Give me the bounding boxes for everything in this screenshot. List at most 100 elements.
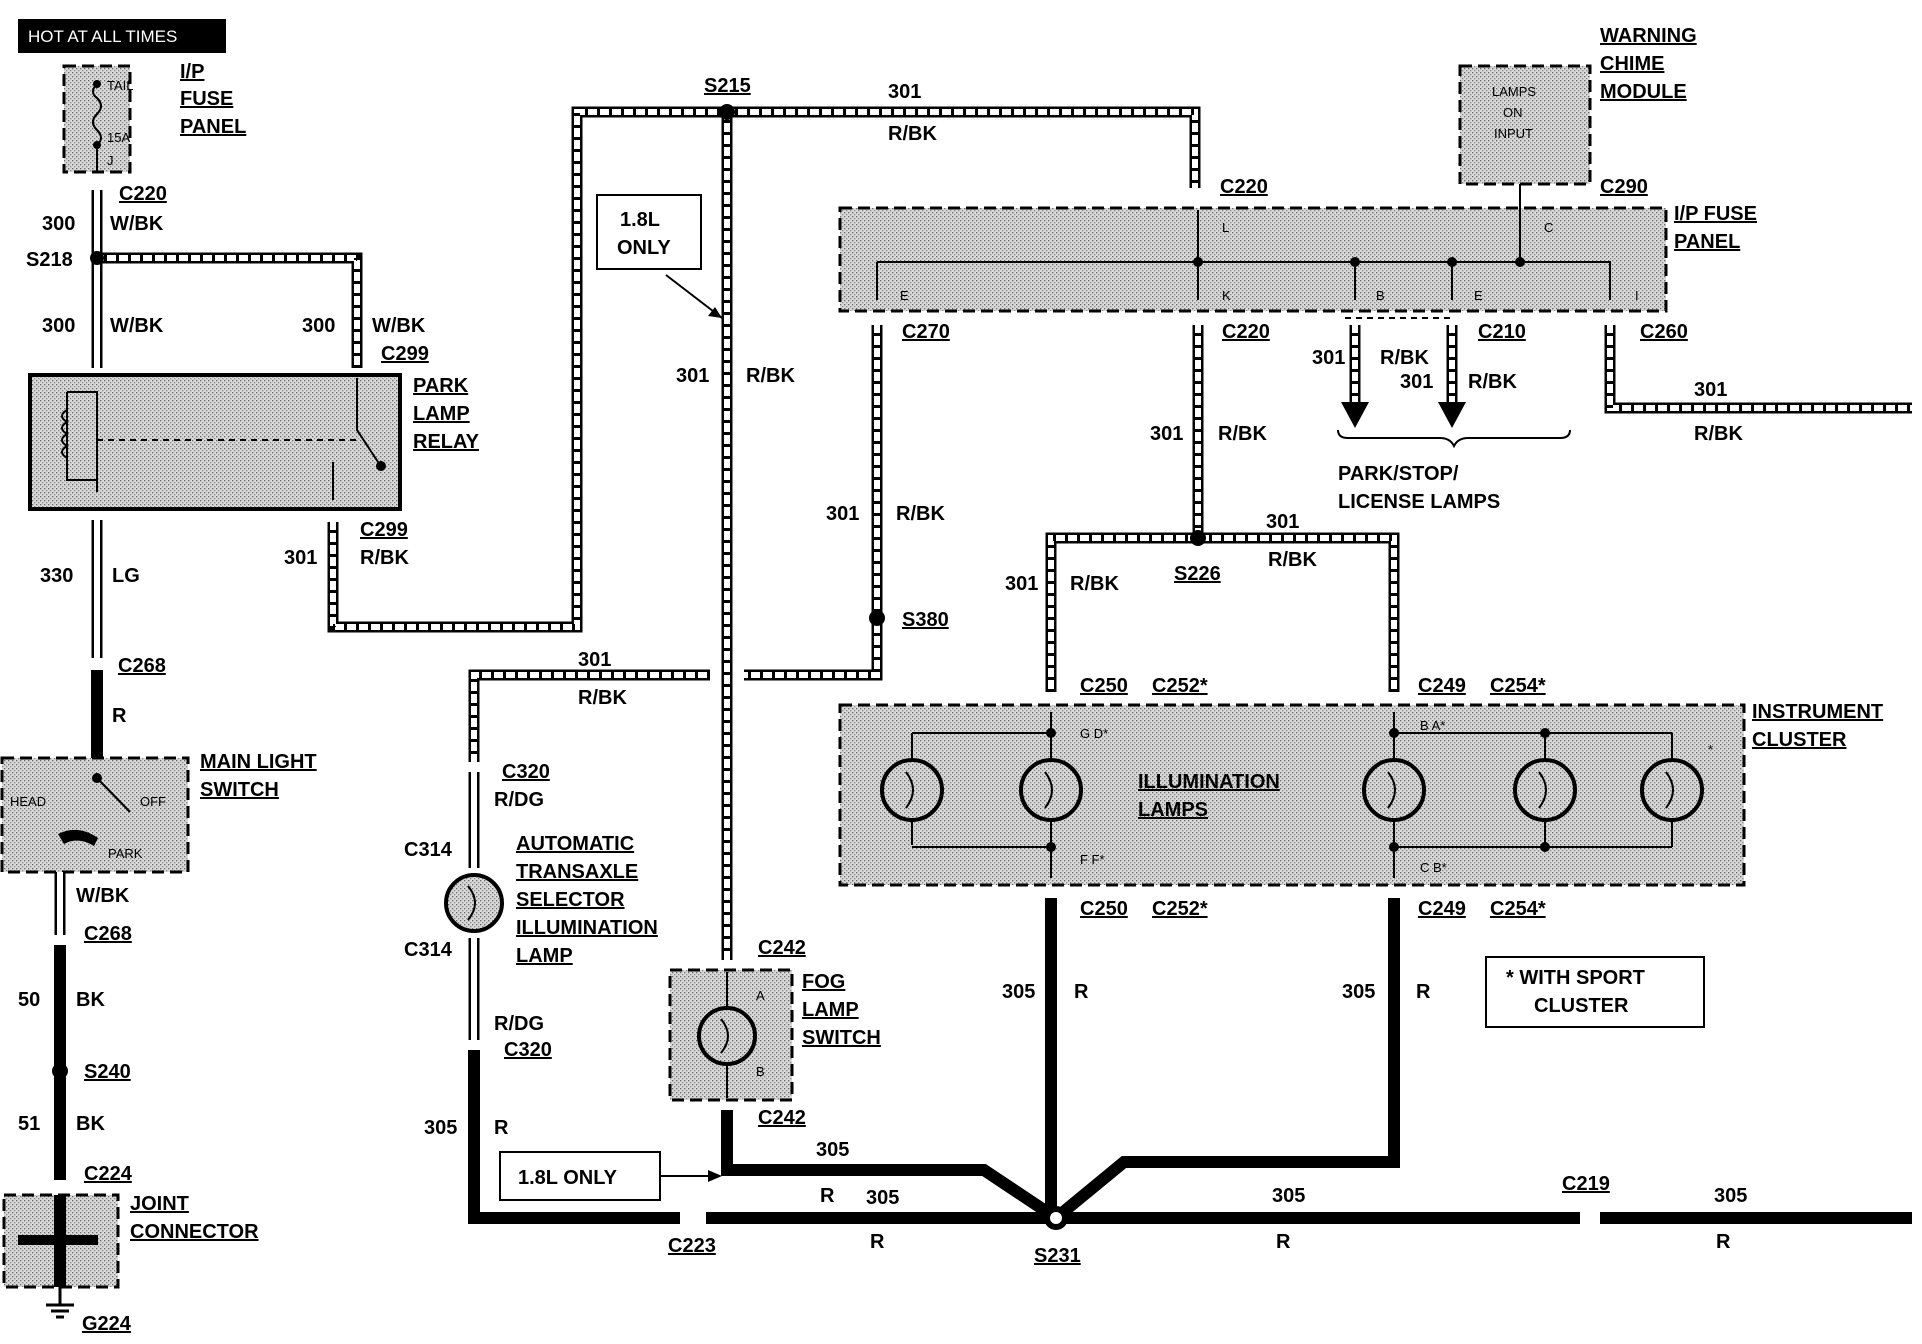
- auto-transaxle-lamp: AUTOMATIC TRANSAXLE SELECTOR ILLUMINATIO…: [444, 833, 658, 967]
- svg-text:E: E: [1474, 288, 1483, 303]
- svg-text:LAMP: LAMP: [802, 999, 859, 1021]
- svg-text:JOINT: JOINT: [130, 1193, 189, 1215]
- connector-c220-left: C220: [119, 183, 167, 205]
- svg-text:301: 301: [578, 649, 611, 671]
- connector-c250-top: C250: [1080, 675, 1128, 697]
- svg-text:OFF: OFF: [140, 794, 166, 809]
- svg-text:R/DG: R/DG: [494, 1013, 544, 1035]
- svg-text:L: L: [1222, 220, 1229, 235]
- svg-text:K: K: [1222, 288, 1231, 303]
- svg-text:305: 305: [816, 1139, 849, 1161]
- svg-text:300: 300: [42, 213, 75, 235]
- wire-301-s215: [719, 104, 1201, 960]
- ground-g224: G224: [82, 1313, 132, 1335]
- svg-text:AUTOMATIC: AUTOMATIC: [516, 833, 634, 855]
- connector-c314-top: C314: [404, 839, 453, 861]
- svg-text:R/DG: R/DG: [494, 789, 544, 811]
- splice-label-s218: S218: [26, 249, 73, 271]
- illumination-lamp-icon: [1362, 758, 1426, 822]
- svg-text:W/BK: W/BK: [110, 315, 164, 337]
- svg-text:PANEL: PANEL: [1674, 231, 1740, 253]
- svg-text:301: 301: [1005, 573, 1038, 595]
- svg-text:C: C: [1544, 220, 1553, 235]
- svg-text:B: B: [1376, 288, 1385, 303]
- svg-text:R: R: [494, 1117, 509, 1139]
- svg-text:LAMP: LAMP: [516, 945, 573, 967]
- svg-text:301: 301: [1150, 423, 1183, 445]
- svg-text:R/BK: R/BK: [888, 123, 937, 145]
- splice-s240: [52, 1063, 68, 1079]
- svg-text:J: J: [107, 153, 114, 168]
- svg-text:LAMPS: LAMPS: [1138, 799, 1208, 821]
- svg-text:LICENSE LAMPS: LICENSE LAMPS: [1338, 491, 1500, 513]
- connector-c268-bottom: C268: [84, 923, 132, 945]
- connector-c249-top: C249: [1418, 675, 1466, 697]
- connector-c252-top: C252*: [1152, 675, 1208, 697]
- svg-text:W/BK: W/BK: [110, 213, 164, 235]
- svg-text:* WITH SPORT: * WITH SPORT: [1506, 967, 1645, 989]
- svg-text:301: 301: [888, 81, 921, 103]
- svg-text:F F*: F F*: [1080, 852, 1105, 867]
- hot-at-all-times-banner: HOT AT ALL TIMES: [18, 19, 226, 53]
- splice-s218: [90, 251, 104, 265]
- svg-text:305: 305: [866, 1187, 899, 1209]
- svg-text:301: 301: [1694, 379, 1727, 401]
- svg-text:R: R: [820, 1185, 835, 1207]
- svg-text:R: R: [1416, 981, 1431, 1003]
- svg-text:301: 301: [1266, 511, 1299, 533]
- connector-c219: C219: [1562, 1173, 1610, 1195]
- svg-text:R/BK: R/BK: [1468, 371, 1517, 393]
- svg-text:305: 305: [424, 1117, 457, 1139]
- svg-text:R: R: [1716, 1231, 1731, 1253]
- svg-text:R: R: [870, 1231, 885, 1253]
- svg-text:305: 305: [1342, 981, 1375, 1003]
- connector-c299-bottom: C299: [360, 519, 408, 541]
- illumination-lamp-icon: [1513, 758, 1577, 822]
- svg-text:I: I: [1635, 288, 1639, 303]
- svg-text:WARNING: WARNING: [1600, 25, 1697, 47]
- svg-text:W/BK: W/BK: [76, 885, 130, 907]
- svg-text:R/BK: R/BK: [1070, 573, 1119, 595]
- splice-label-s215: S215: [704, 75, 751, 97]
- connector-c268-top: C268: [118, 655, 166, 677]
- svg-text:LAMP: LAMP: [413, 403, 470, 425]
- svg-text:301: 301: [826, 503, 859, 525]
- connector-c252-bottom: C252*: [1152, 898, 1208, 920]
- svg-text:CLUSTER: CLUSTER: [1752, 729, 1847, 751]
- svg-text:CLUSTER: CLUSTER: [1534, 995, 1629, 1017]
- svg-text:B A*: B A*: [1420, 718, 1445, 733]
- connector-c210: C210: [1478, 321, 1526, 343]
- connector-c242-bottom: C242: [758, 1107, 806, 1129]
- svg-text:SWITCH: SWITCH: [200, 779, 279, 801]
- splice-s380: [869, 610, 885, 626]
- svg-text:TRANSAXLE: TRANSAXLE: [516, 861, 638, 883]
- svg-text:PARK: PARK: [413, 375, 469, 397]
- arrow-icon: [708, 307, 722, 318]
- svg-text:FOG: FOG: [802, 971, 845, 993]
- svg-text:PARK/STOP/: PARK/STOP/: [1338, 463, 1459, 485]
- wire-50-51-bk: [52, 945, 68, 1180]
- svg-text:FUSE: FUSE: [180, 88, 233, 110]
- svg-text:R/BK: R/BK: [896, 503, 945, 525]
- connector-c250-bottom: C250: [1080, 898, 1128, 920]
- svg-text:305: 305: [1272, 1185, 1305, 1207]
- svg-text:C B*: C B*: [1420, 860, 1447, 875]
- svg-text:330: 330: [40, 565, 73, 587]
- connector-c314-bottom: C314: [404, 939, 453, 961]
- svg-text:R/BK: R/BK: [1268, 549, 1317, 571]
- splice-label-s226: S226: [1174, 563, 1221, 585]
- wire-301-relay-to-s215: [327, 106, 727, 633]
- svg-text:300: 300: [302, 315, 335, 337]
- svg-text:PANEL: PANEL: [180, 116, 246, 138]
- illumination-lamp-icon: [1640, 758, 1704, 822]
- note-sport-cluster: * WITH SPORT CLUSTER: [1485, 956, 1705, 1028]
- svg-text:305: 305: [1714, 1185, 1747, 1207]
- svg-text:50: 50: [18, 989, 40, 1011]
- svg-text:MAIN LIGHT: MAIN LIGHT: [200, 751, 317, 773]
- connector-c270: C270: [902, 321, 950, 343]
- svg-text:LAMPS: LAMPS: [1492, 84, 1536, 99]
- svg-text:MODULE: MODULE: [1600, 81, 1687, 103]
- svg-text:LG: LG: [112, 565, 140, 587]
- fog-lamp-switch: A B FOG LAMP SWITCH: [668, 968, 881, 1102]
